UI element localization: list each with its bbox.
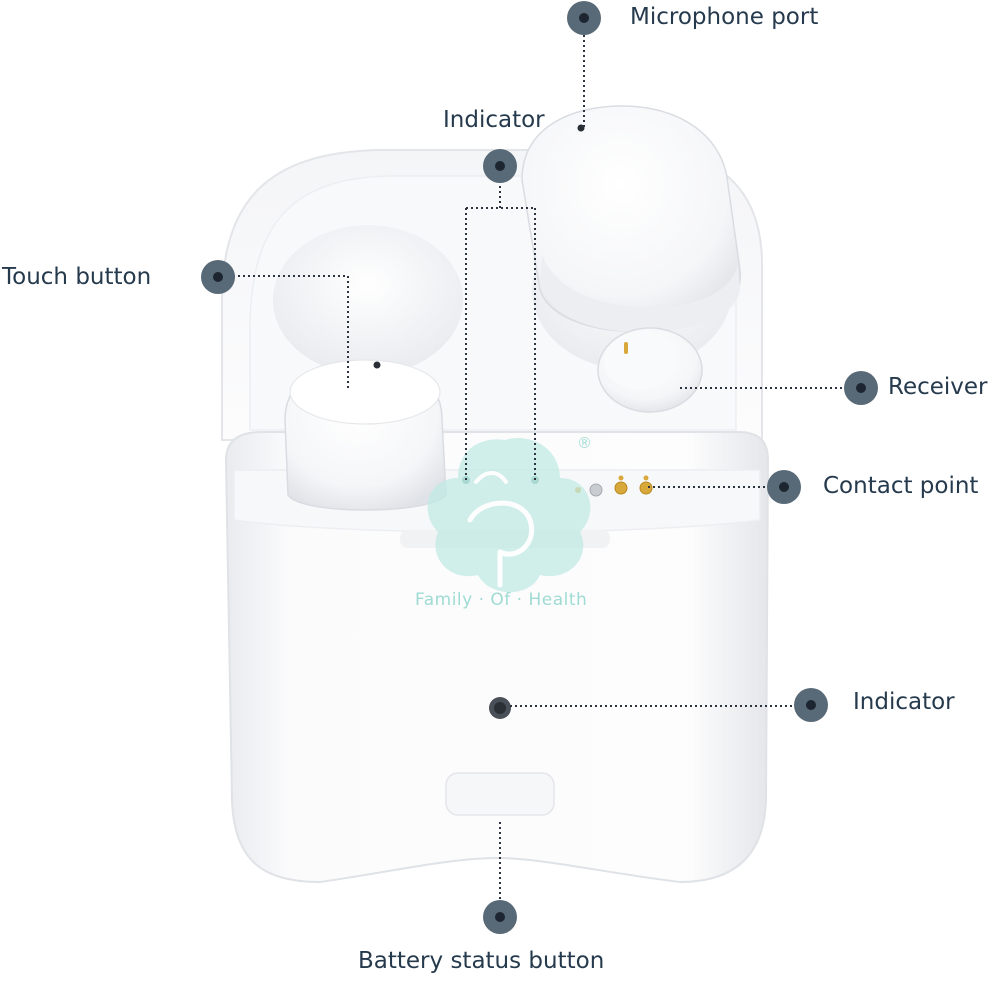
front-indicator-light [489,697,511,719]
label-indicator-top: Indicator [443,106,545,134]
marker-microphone-port [567,1,601,35]
label-receiver: Receiver [888,373,988,401]
label-contact-point: Contact point [823,472,978,500]
marker-receiver [844,371,878,405]
marker-contact-point [767,470,801,504]
watermark-registered-mark: ® [577,434,592,452]
label-touch-button: Touch button [2,263,151,291]
label-microphone-port: Microphone port [630,3,818,31]
marker-indicator-front [794,688,828,722]
marker-indicator-top [483,149,517,183]
marker-battery-status-button [483,900,517,934]
label-battery-status-button: Battery status button [358,947,604,975]
label-indicator-front: Indicator [853,688,955,716]
marker-touch-button [201,260,235,294]
left-earbud [285,360,446,510]
watermark-text: Family · Of · Health [415,590,587,610]
battery-status-button-shape [446,773,554,815]
